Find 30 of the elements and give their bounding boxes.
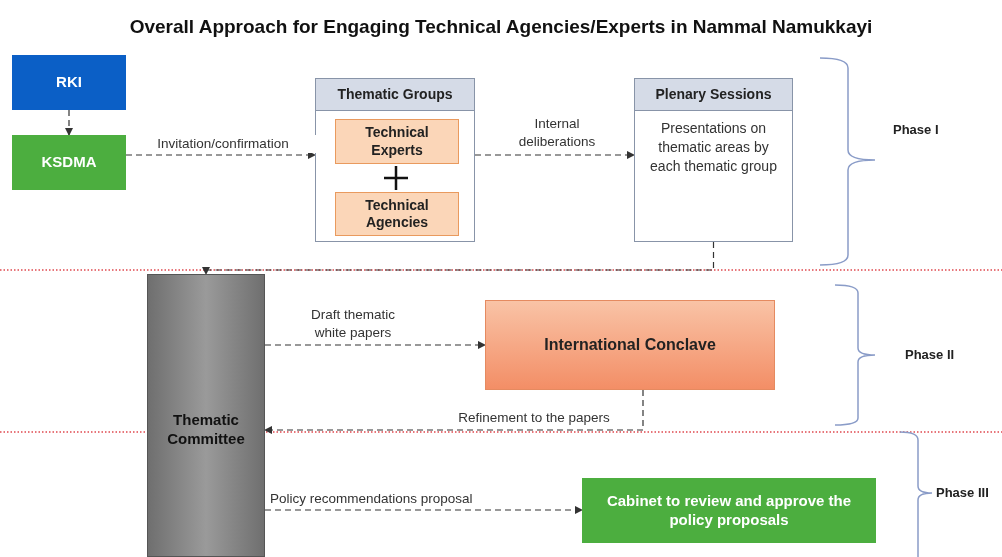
phase-label: Phase III: [936, 485, 989, 500]
process-box: [582, 478, 876, 543]
arrow: [474, 150, 636, 160]
process-box: [634, 78, 793, 242]
arrow: [64, 109, 74, 137]
box-text: Presentations on thematic areas by each thematic group: [649, 119, 778, 176]
box-label: Thematic Committee: [166, 410, 246, 449]
box-label: Cabinet to review and approve the policy proposals: [605, 490, 853, 530]
box-header: Plenary Sessions: [635, 79, 792, 111]
process-box: [335, 192, 459, 236]
arrow: [201, 241, 715, 276]
arrow: [263, 389, 644, 435]
process-box: [12, 135, 126, 190]
arrow: [264, 340, 487, 350]
process-box: [335, 119, 459, 164]
group-box: [315, 78, 475, 242]
arrow: [125, 150, 317, 160]
phase-label: Phase II: [905, 347, 955, 362]
arrow: [264, 505, 584, 515]
box-label: Technical Experts: [364, 123, 430, 160]
process-box: [485, 300, 775, 390]
box-label: International Conclave: [543, 335, 717, 355]
process-box: [12, 55, 126, 110]
box-label: RKI: [55, 72, 83, 93]
box-header: Thematic Groups: [316, 79, 474, 111]
box-label: KSDMA: [40, 152, 98, 173]
process-box: [147, 274, 265, 557]
phase-label: Phase I: [893, 122, 939, 137]
box-label: Technical Agencies: [364, 195, 430, 232]
diagram-title: Overall Approach for Engaging Technical Agencies/Experts in Nammal Namukkayi: [128, 16, 874, 38]
